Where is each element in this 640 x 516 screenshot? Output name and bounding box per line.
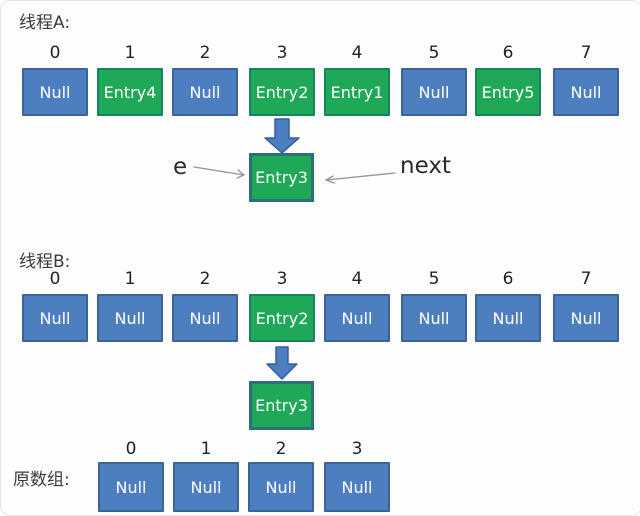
thread-a-cell-3: Entry2 [249, 68, 315, 116]
original-array-cell-1: Null [173, 462, 239, 512]
next-pointer-label: next [400, 153, 451, 179]
thread-a-cell-4: Entry1 [324, 68, 390, 116]
original-array-cell-2: Null [248, 462, 314, 512]
original-array-label: 原数组: [13, 470, 70, 490]
thread-b-index-5: 5 [428, 269, 440, 289]
thread-b-label: 线程B: [19, 252, 71, 272]
thread-b-cell-7: Null [553, 294, 619, 342]
thread-a-entry3-box: Entry3 [249, 153, 314, 202]
thread-b-index-3: 3 [276, 269, 288, 289]
thread-b-entry3-box: Entry3 [249, 381, 314, 430]
thread-a-down-arrow-icon [264, 118, 300, 154]
original-array-index-3: 3 [351, 439, 363, 459]
thread-b-index-7: 7 [580, 269, 592, 289]
e-arrow-icon [193, 166, 246, 179]
thread-b-cell-0: Null [22, 294, 88, 342]
original-array-index-1: 1 [200, 439, 212, 459]
next-arrow-icon [324, 172, 396, 184]
original-array-cell-3: Null [324, 462, 390, 512]
thread-a-index-4: 4 [351, 43, 363, 63]
thread-a-cell-6: Entry5 [475, 68, 541, 116]
thread-a-index-3: 3 [276, 43, 288, 63]
thread-b-cell-6: Null [475, 294, 541, 342]
thread-a-index-6: 6 [502, 43, 514, 63]
thread-b-index-4: 4 [351, 269, 363, 289]
thread-b-cell-3: Entry2 [249, 294, 315, 342]
thread-a-index-5: 5 [428, 43, 440, 63]
original-array-index-0: 0 [125, 439, 137, 459]
thread-b-index-1: 1 [124, 269, 136, 289]
thread-a-cell-0: Null [22, 68, 88, 116]
thread-a-cell-2: Null [172, 68, 238, 116]
thread-a-cell-5: Null [401, 68, 467, 116]
e-pointer-label: e [173, 154, 188, 180]
thread-b-down-arrow-icon [266, 346, 298, 380]
thread-a-index-2: 2 [199, 43, 211, 63]
thread-a-index-1: 1 [124, 43, 136, 63]
thread-b-cell-1: Null [97, 294, 163, 342]
original-array-index-2: 2 [275, 439, 287, 459]
thread-a-index-0: 0 [49, 43, 61, 63]
thread-b-cell-5: Null [401, 294, 467, 342]
original-array-cell-0: Null [98, 462, 164, 512]
thread-b-index-2: 2 [199, 269, 211, 289]
thread-b-cell-2: Null [172, 294, 238, 342]
thread-a-index-7: 7 [580, 43, 592, 63]
thread-b-cell-4: Null [324, 294, 390, 342]
thread-a-cell-7: Null [553, 68, 619, 116]
thread-a-label: 线程A: [19, 13, 71, 33]
thread-b-index-6: 6 [502, 269, 514, 289]
thread-b-index-0: 0 [49, 269, 61, 289]
thread-a-cell-1: Entry4 [97, 68, 163, 116]
